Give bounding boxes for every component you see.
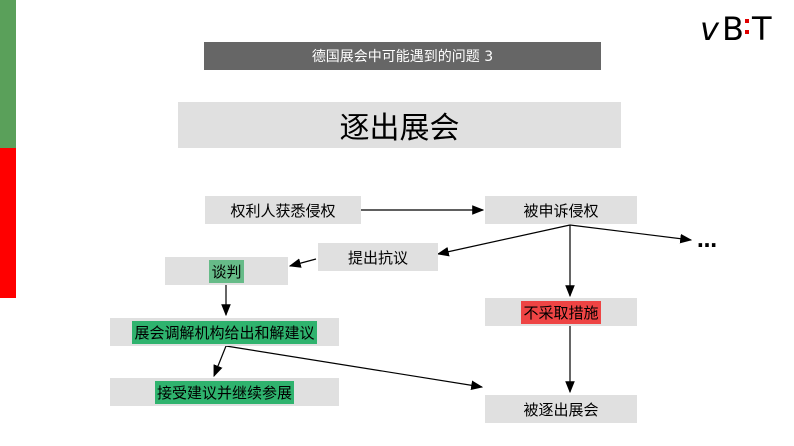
node-negotiate: 谈判 [165,257,288,285]
node-expelled-label: 被逐出展会 [523,400,599,419]
node-objection: 提出抗议 [318,243,438,271]
svg-text:B: B [722,10,744,46]
node-accept: 接受建议并继续参展 [110,378,339,406]
node-rights-holder: 权利人获悉侵权 [205,196,361,224]
node-ellipsis: … [697,228,717,252]
svg-text:T: T [751,10,772,46]
node-expelled: 被逐出展会 [485,395,637,423]
node-no-action: 不采取措施 [485,298,637,326]
node-mediation: 展会调解机构给出和解建议 [110,318,339,346]
arrow-accused-to-objection [436,224,571,257]
side-bar-green [0,0,16,148]
svg-text:v: v [700,10,720,46]
slide-title: 逐出展会 [178,102,621,148]
node-negotiate-label: 谈判 [209,259,244,283]
vbt-logo: v B T [700,10,772,46]
node-accused-label: 被申诉侵权 [523,201,599,220]
node-mediation-label: 展会调解机构给出和解建议 [132,320,317,344]
node-rights-holder-label: 权利人获悉侵权 [230,201,336,220]
node-accept-label: 接受建议并继续参展 [154,380,294,404]
arrow-accused-to-ellipsis [569,224,693,244]
slide-subtitle: 德国展会中可能遇到的问题 3 [204,42,601,70]
arrow-mediation-to-expelled [225,345,484,391]
node-objection-label: 提出抗议 [347,248,408,267]
node-no-action-label: 不采取措施 [521,300,601,324]
side-bar-red [0,148,16,298]
arrow-mediation-to-accept [213,345,227,378]
node-accused: 被申诉侵权 [485,196,637,224]
arrow-objection-to-negotiate [288,258,317,268]
